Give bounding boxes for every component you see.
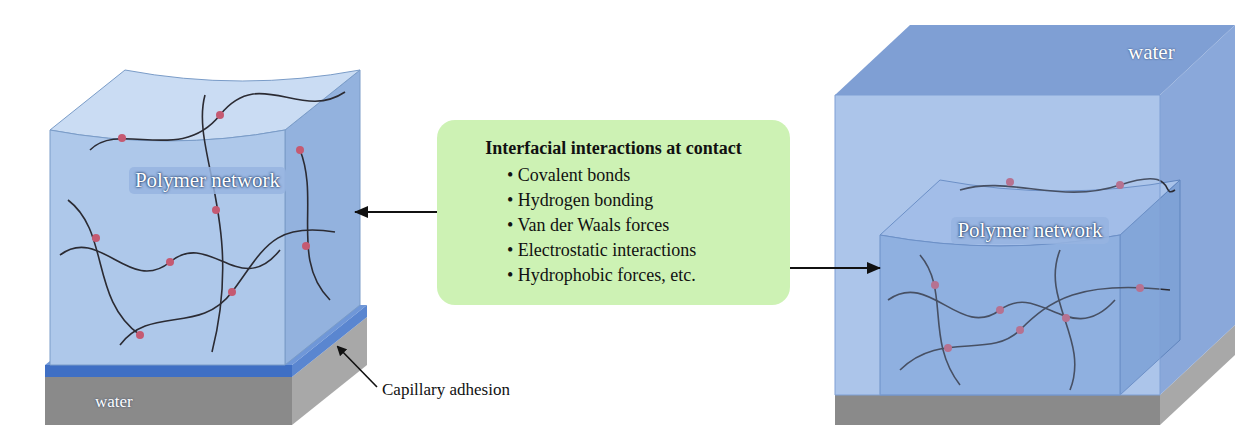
illustration-shape <box>202 95 222 352</box>
illustration-shape <box>92 234 100 242</box>
polymer-network <box>60 92 345 352</box>
crosslink-dots <box>92 111 310 339</box>
water-bath <box>835 25 1235 395</box>
bullet-item: • Covalent bonds <box>455 163 772 188</box>
water-label: water <box>1128 40 1175 65</box>
bullet-item: • Hydrophobic forces, etc. <box>455 263 772 288</box>
bullet-item: • Van der Waals forces <box>455 213 772 238</box>
callout-label: Capillary adhesion <box>382 380 510 400</box>
bullet-item: • Electrostatic interactions <box>455 238 772 263</box>
water-label: water <box>95 392 133 412</box>
illustration-shape <box>296 146 304 154</box>
illustration-shape <box>45 377 292 425</box>
illustration-shape <box>90 92 345 150</box>
illustration-shape <box>60 247 280 271</box>
illustration-shape <box>136 331 144 339</box>
illustration-shape <box>50 70 360 141</box>
illustration-shape <box>300 150 330 300</box>
water-front <box>835 95 1160 395</box>
connector-arrow <box>790 267 880 269</box>
material-label: Polymer network <box>129 167 286 194</box>
bullet-item: • Hydrogen bonding <box>455 188 772 213</box>
leader-line <box>338 347 377 387</box>
connector-arrow <box>355 211 437 213</box>
illustration-shape <box>50 130 285 365</box>
interaction-box: Interfacial interactions at contact • Cov… <box>437 120 790 305</box>
box-heading: Interfacial interactions at contact <box>455 138 772 159</box>
illustration-shape <box>212 206 220 214</box>
hydrogel-block: Polymer network <box>60 110 355 250</box>
illustration-shape <box>45 365 292 377</box>
illustration-shape <box>68 200 140 335</box>
illustration-shape <box>216 111 224 119</box>
left-gel <box>50 70 360 365</box>
material-label: Polymer network <box>951 217 1108 244</box>
hydrogel-block: Polymer network <box>880 175 1180 285</box>
illustration-shape <box>228 288 236 296</box>
illustration-shape <box>302 242 310 250</box>
illustration-shape <box>835 95 1160 395</box>
illustration-shape <box>120 230 335 345</box>
illustration-shape <box>118 134 126 142</box>
illustration-shape <box>166 258 174 266</box>
illustration-shape <box>835 395 1160 425</box>
